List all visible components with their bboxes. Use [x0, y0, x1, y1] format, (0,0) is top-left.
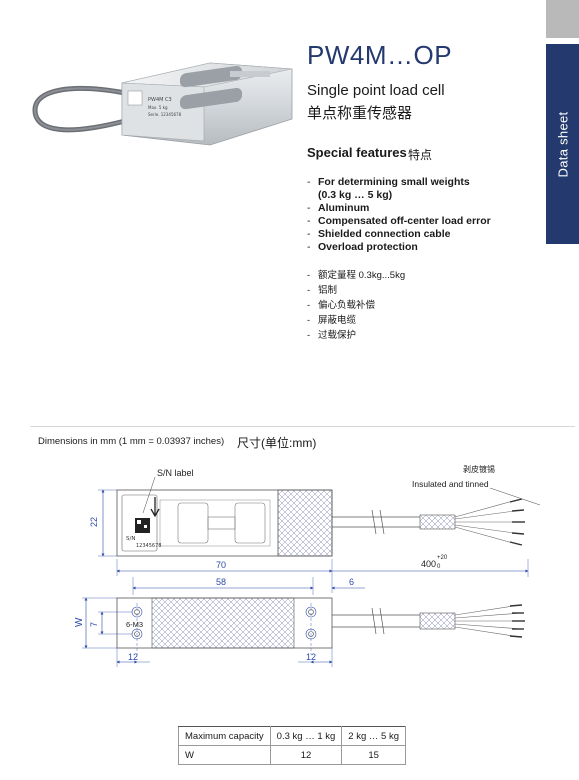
dim-w: W — [74, 617, 85, 627]
subtitle-zh: 单点称重传感器 — [307, 105, 413, 122]
side-view: 6-M3 W 7 12 12 — [74, 597, 525, 667]
feature-item-zh: 过载保护 — [307, 328, 405, 343]
features-heading-en: Special features — [307, 145, 407, 160]
sidebar-gray-block — [546, 0, 579, 38]
top-view: S/N 12345678 S/N label 剥皮镀锡 Insulated an… — [89, 464, 541, 595]
capacity-table: Maximum capacity 0.3 kg … 1 kg 2 kg … 5 … — [178, 726, 406, 765]
table-cell: 15 — [341, 745, 406, 765]
insulated-zh: 剥皮镀锡 — [463, 464, 495, 474]
page-title: PW4M…OP — [307, 40, 453, 70]
dim-22: 22 — [89, 517, 99, 527]
dimension-drawing: S/N 12345678 S/N label 剥皮镀锡 Insulated an… — [74, 464, 541, 667]
features-list-zh: 额定量程 0.3kg...5kg 铝制 偏心负载补偿 屏蔽电缆 过载保护 — [307, 268, 405, 343]
dim-12-right: 12 — [306, 652, 316, 662]
insulated-en: Insulated and tinned — [412, 479, 489, 489]
dim-7: 7 — [89, 622, 99, 627]
feature-item: Aluminum — [307, 202, 491, 215]
sidebar-tab-label-wrap: Data sheet — [546, 44, 579, 244]
dimensions-heading-en: Dimensions in mm (1 mm = 0.03937 inches) — [38, 436, 225, 447]
feature-item-zh: 铝制 — [307, 283, 405, 298]
table-cell: 12 — [269, 745, 343, 765]
dimensions-heading-zh: 尺寸(单位:mm) — [237, 436, 317, 450]
table-header-cell: Maximum capacity — [178, 726, 271, 746]
dim-400-tol-lower: 0 — [437, 564, 441, 570]
table-row: W 12 15 — [178, 745, 406, 765]
dim-70: 70 — [216, 560, 226, 570]
photo-label-2: Max. 5 kg — [148, 105, 168, 110]
dim-400-tol-upper: +20 — [437, 555, 448, 561]
table-row: Maximum capacity 0.3 kg … 1 kg 2 kg … 5 … — [178, 726, 406, 746]
sidebar-tab — [546, 44, 579, 244]
feature-item-zh: 额定量程 0.3kg...5kg — [307, 268, 405, 283]
dim-12-left: 12 — [128, 652, 138, 662]
section-divider — [30, 426, 575, 427]
table-header-cell: 2 kg … 5 kg — [341, 726, 406, 746]
sn-text: S/N — [126, 536, 135, 542]
feature-item: Shielded connection cable — [307, 228, 491, 241]
thread-label: 6-M3 — [126, 620, 143, 629]
table-cell: W — [178, 745, 271, 765]
table-header-cell: 0.3 kg … 1 kg — [269, 726, 343, 746]
feature-item: (0.3 kg … 5 kg) — [318, 189, 393, 201]
feature-item-zh: 屏蔽电缆 — [307, 313, 405, 328]
sidebar-tab-label: Data sheet — [555, 111, 570, 177]
dim-6: 6 — [349, 577, 354, 587]
feature-item: For determining small weights — [307, 176, 491, 189]
subtitle-en: Single point load cell — [307, 82, 445, 99]
features-heading-zh: 特点 — [408, 148, 433, 162]
feature-item-zh: 偏心负载补偿 — [307, 298, 405, 313]
sn-number: 12345678 — [136, 543, 161, 549]
product-photo: PW4M C3 Max. 5 kg Serie. 12345678 — [32, 62, 293, 146]
dim-58: 58 — [216, 577, 226, 587]
features-list-en: For determining small weights (0.3 kg … … — [307, 176, 491, 254]
feature-item: Overload protection — [307, 241, 491, 254]
sn-label-callout: S/N label — [157, 468, 194, 478]
photo-label-1: PW4M C3 — [148, 97, 172, 103]
feature-item: Compensated off-center load error — [307, 215, 491, 228]
dim-400: 400 — [421, 559, 436, 569]
photo-label-3: Serie. 12345678 — [148, 112, 182, 117]
